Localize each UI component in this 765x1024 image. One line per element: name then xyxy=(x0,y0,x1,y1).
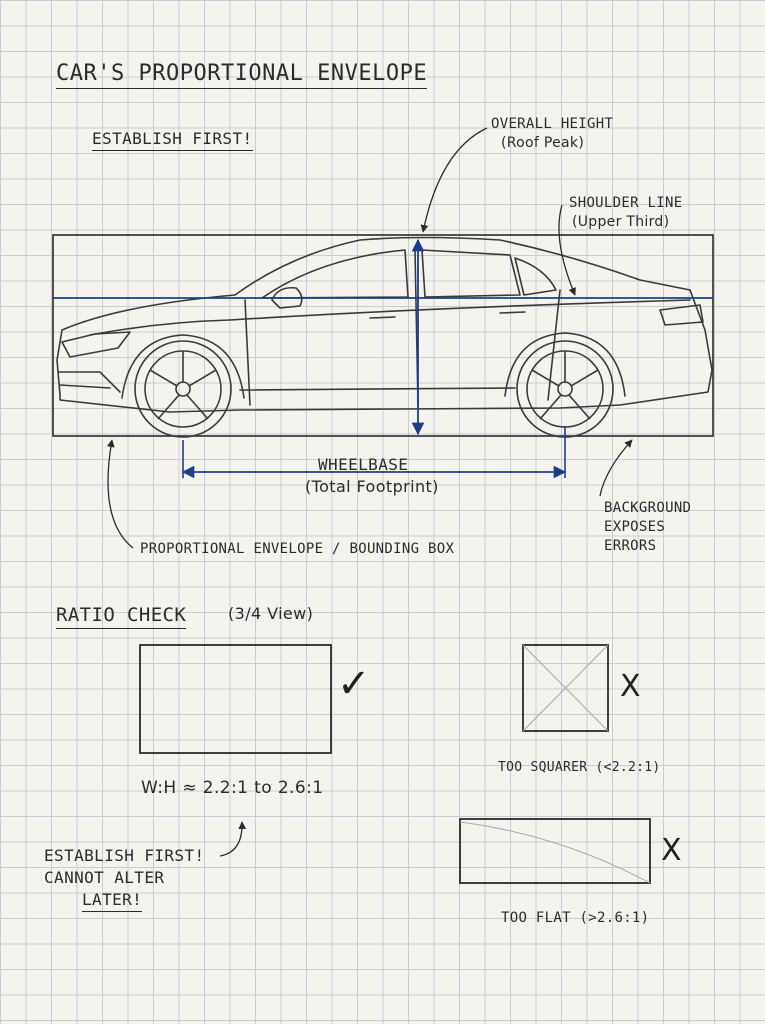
bbox-leader xyxy=(106,439,134,549)
ratio-range-label: W:H ≈ 2.2:1 to 2.6:1 xyxy=(141,778,324,798)
height-leader xyxy=(420,127,488,233)
rear-wheel xyxy=(516,340,614,438)
x-mark-icon-square: X xyxy=(620,669,641,704)
note-line-1: ESTABLISH FIRST! xyxy=(44,846,205,865)
too-flat-label: TOO FLAT (>2.6:1) xyxy=(501,910,650,926)
background-label-line-2: EXPOSES xyxy=(604,519,666,535)
overall-height-sublabel: (Roof Peak) xyxy=(501,135,585,151)
background-leader xyxy=(599,439,633,497)
bounding-box-label: PROPORTIONAL ENVELOPE / BOUNDING BOX xyxy=(140,541,455,557)
car-sketch xyxy=(56,236,713,413)
ratio-check-heading: RATIO CHECK xyxy=(56,606,187,629)
ratio-ok-box xyxy=(139,644,332,754)
shoulder-leader xyxy=(558,204,576,296)
shoulder-line-sublabel: (Upper Third) xyxy=(572,214,670,230)
ratio-flat-box xyxy=(459,818,651,884)
too-square-label: TOO SQUARER (<2.2:1) xyxy=(498,760,661,775)
establish-first-label: ESTABLISH FIRST! xyxy=(92,131,253,151)
ratio-square-box xyxy=(522,644,609,732)
background-label-line-1: BACKGROUND xyxy=(604,500,692,516)
x-mark-icon-flat: X xyxy=(661,833,682,868)
shoulder-line-label: SHOULDER LINE xyxy=(569,195,683,211)
note-leader xyxy=(219,821,247,857)
background-label-line-3: ERRORS xyxy=(604,538,657,554)
check-mark-icon: ✓ xyxy=(337,661,371,707)
overall-height-label: OVERALL HEIGHT xyxy=(491,116,614,132)
note-line-2: CANNOT ALTER xyxy=(44,868,165,887)
ratio-check-subheading: (3/4 View) xyxy=(228,604,314,623)
wheelbase-sublabel: (Total Footprint) xyxy=(305,477,439,496)
note-line-3: LATER! xyxy=(82,892,143,912)
page-title: CAR'S PROPORTIONAL ENVELOPE xyxy=(56,63,428,89)
bounding-box xyxy=(52,234,714,437)
front-wheel xyxy=(134,340,232,438)
wheelbase-label: WHEELBASE xyxy=(318,455,409,474)
